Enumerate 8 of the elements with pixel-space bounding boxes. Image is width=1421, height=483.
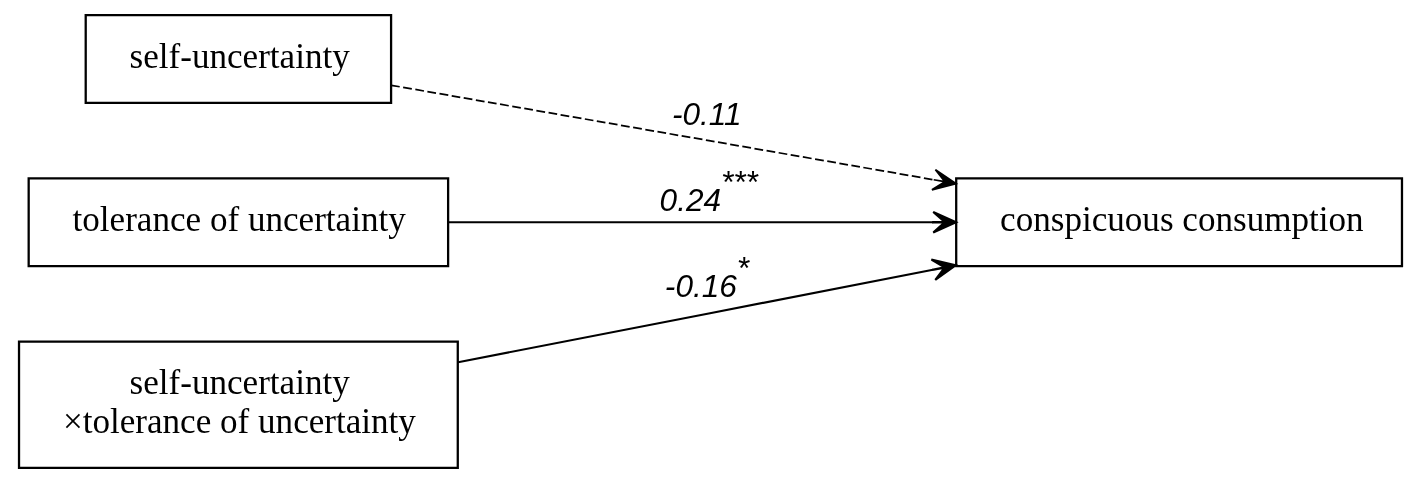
arrow: [457, 258, 957, 364]
arrow: [448, 210, 958, 234]
arrow: [390, 84, 958, 191]
edge-label: -0.11: [671, 95, 742, 132]
node-box: self-uncertainty ×tolerance of uncertainty: [17, 340, 459, 470]
node-box: conspicuous consumption: [955, 177, 1404, 268]
node-box: tolerance of uncertainty: [27, 177, 450, 268]
node-box: self-uncertainty: [84, 13, 393, 104]
